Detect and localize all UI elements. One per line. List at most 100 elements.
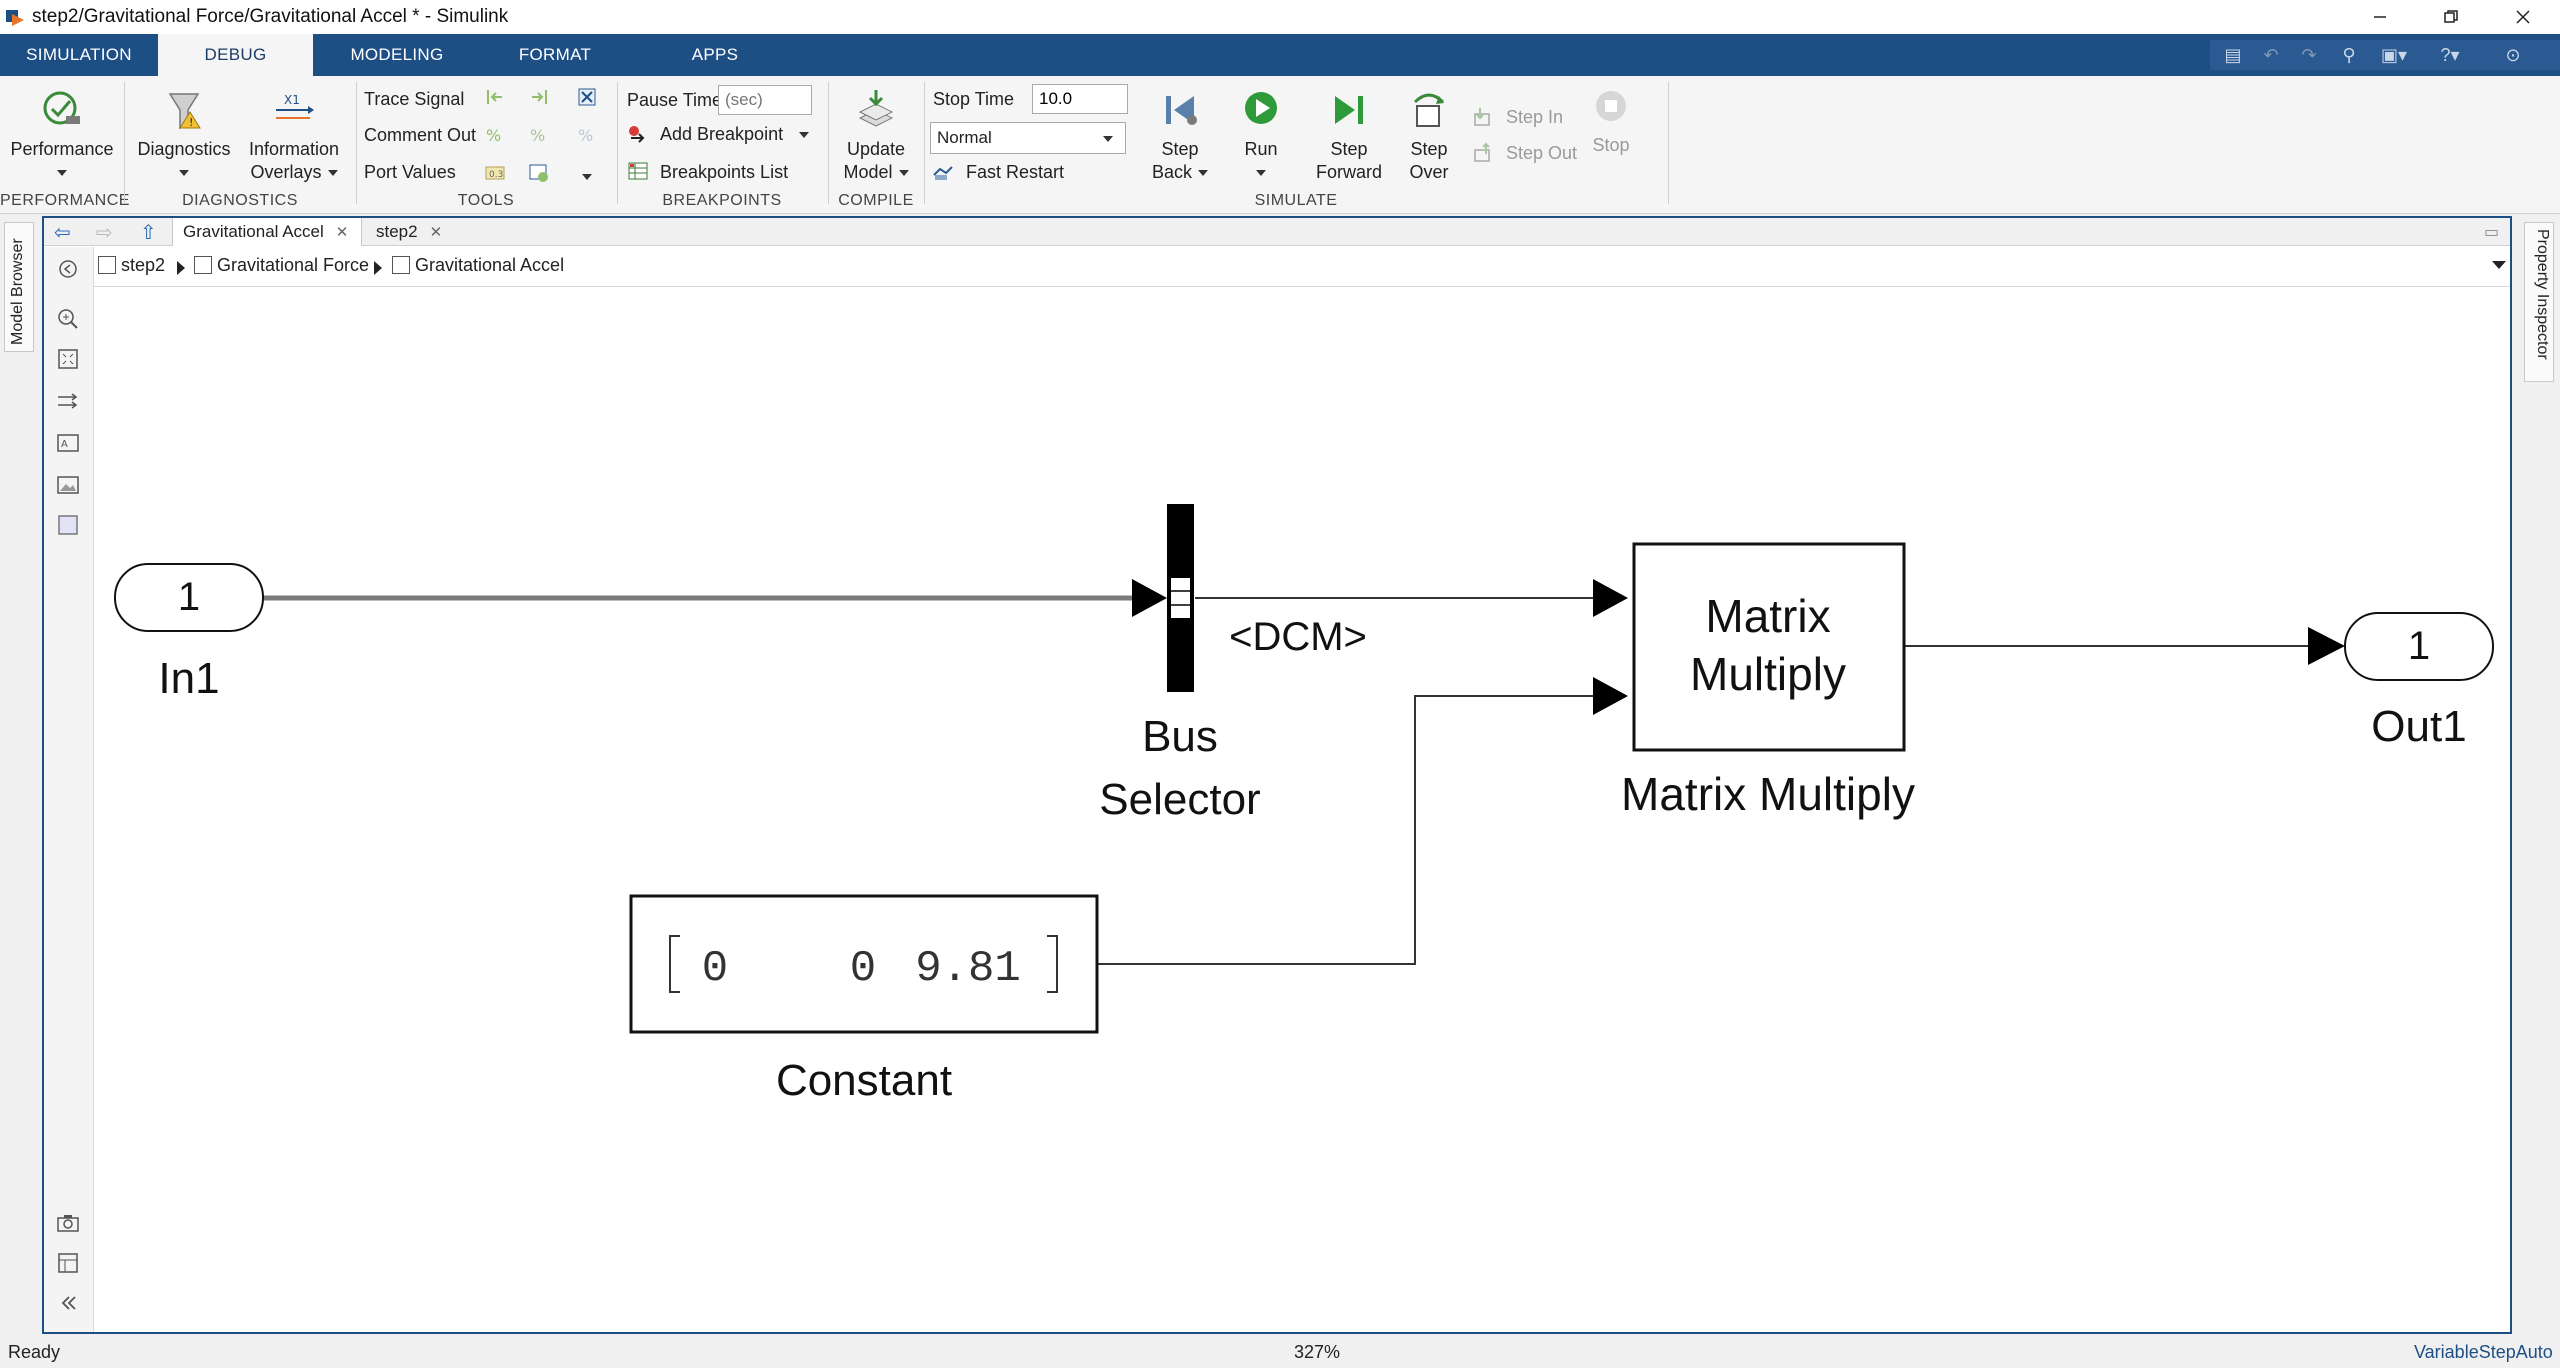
breakpoints-list-icon[interactable] [627,160,649,182]
pause-time-label: Pause Time [627,90,723,110]
ribbon-tab-bar: SIMULATION DEBUG MODELING FORMAT APPS ▤ … [0,34,2560,76]
diagnostics-label: Diagnostics [137,139,231,159]
step-in-button[interactable]: Step In [1506,107,1564,127]
port-values-button[interactable]: Port Values [364,162,456,182]
constant-block[interactable] [629,894,1099,1034]
comment-out-button[interactable]: Comment Out [364,125,477,145]
area-icon[interactable] [56,513,80,537]
bus-selector-name-2: Selector [1099,775,1260,824]
information-overlays-button[interactable]: X1 Information Overlays [240,88,348,184]
stop-icon [1596,91,1626,121]
tools-more-icon[interactable] [576,166,598,188]
window-title: step2/Gravitational Force/Gravitational … [32,6,509,27]
property-inspector-tab[interactable]: Property Inspector [2524,222,2554,382]
out1-name: Out1 [2371,702,2466,751]
breadcrumb-step2[interactable]: step2 [98,255,165,276]
screenshot-icon[interactable] [56,1211,80,1235]
run-button[interactable]: Run [1226,88,1296,184]
breadcrumb-gravitational-force[interactable]: Gravitational Force [194,255,369,276]
tab-gravitational-accel-label: Gravitational Accel [183,222,324,241]
svg-text:A: A [61,439,68,450]
help-icon[interactable]: ?▾ [2440,45,2460,65]
svg-text:%: % [530,126,545,145]
tab-apps[interactable]: APPS [691,45,739,64]
hide-tabs-icon[interactable]: ▭ [2484,224,2500,241]
forward-arrow-icon[interactable]: ⇨ [96,222,113,244]
close-button[interactable] [2488,0,2558,34]
remove-highlight-icon[interactable] [576,86,598,108]
in1-block[interactable] [114,563,264,632]
solver-link[interactable]: VariableStepAuto [2414,1342,2553,1362]
signal-arrows-icon[interactable] [56,389,80,413]
back-arrow-icon[interactable]: ⇦ [54,222,71,244]
up-arrow-icon[interactable]: ⇧ [140,222,157,244]
fast-restart-icon[interactable] [932,161,954,183]
hide-show-explorer-icon[interactable] [56,257,80,281]
port-value-toggle-icon[interactable] [528,162,550,184]
fast-restart-button[interactable]: Fast Restart [966,162,1065,182]
model-canvas[interactable]: 1 In1 <DCM> Bus Selector Matrix Multiply… [95,288,2510,1332]
bus-selector-name-1: Bus [1142,712,1218,761]
svg-text:X1: X1 [284,93,300,107]
breadcrumb-dropdown-icon[interactable] [2492,261,2506,269]
step-out-button[interactable]: Step Out [1506,143,1578,163]
window-icon[interactable]: ▣▾ [2380,45,2408,65]
step-over-button[interactable]: Step Over [1396,88,1462,184]
stop-time-input[interactable] [1032,84,1128,114]
close-tab-icon[interactable]: ✕ [335,224,349,241]
matrix-multiply-block[interactable] [1632,542,1906,752]
fit-to-view-icon[interactable] [56,347,80,371]
bus-selector-port [1171,578,1190,618]
zoom-icon[interactable] [56,307,80,331]
pause-time-input[interactable] [718,85,812,115]
redo-icon[interactable]: ↷ [2301,45,2317,65]
trace-back-icon[interactable] [484,86,506,108]
model-browser-tab[interactable]: Model Browser [4,222,34,352]
percent-comment-icon[interactable]: % [484,124,506,146]
save-icon[interactable]: ▤ [2224,45,2242,65]
collapse-palette-icon[interactable] [56,1291,80,1315]
annotation-icon[interactable]: A [56,431,80,455]
performance-button[interactable]: Performance [8,88,116,184]
step-out-icon[interactable] [1472,142,1494,164]
step-forward-button[interactable]: Step Forward [1306,88,1392,184]
stop-button[interactable]: Stop [1586,88,1636,157]
dcm-signal-label[interactable]: <DCM> [1229,615,1367,659]
trace-forward-icon[interactable] [528,86,550,108]
tab-gravitational-accel[interactable]: Gravitational Accel ✕ [172,218,362,246]
port-value-display-icon[interactable]: 0.3 [484,162,506,184]
update-model-button[interactable]: Update Model [836,88,916,184]
uncomment-icon[interactable]: % [576,124,598,146]
close-tab-icon[interactable]: ✕ [429,224,443,241]
breakpoints-list-button[interactable]: Breakpoints List [660,162,789,182]
breadcrumb-gravitational-accel[interactable]: Gravitational Accel [392,255,564,276]
add-breakpoint-icon[interactable] [627,124,649,146]
image-icon[interactable] [56,473,80,497]
out1-port-number: 1 [2408,624,2430,668]
step-forward-label-1: Step [1330,139,1368,159]
step-forward-label-2: Forward [1315,162,1382,182]
tab-format[interactable]: FORMAT [518,45,592,64]
signal-line-constant[interactable] [1098,695,1595,965]
collapse-icon[interactable]: ⊙ [2505,45,2521,65]
diagnostics-button[interactable]: ! Diagnostics [134,88,234,184]
group-compile: COMPILE [838,192,914,209]
simulation-mode-select[interactable]: Normal [930,122,1126,154]
restore-button[interactable] [2416,0,2486,34]
percent-through-icon[interactable]: % [528,124,550,146]
tab-simulation[interactable]: SIMULATION [26,45,132,64]
out1-block[interactable] [2344,612,2494,681]
undo-icon[interactable]: ↶ [2263,45,2279,65]
step-back-button[interactable]: Step Back [1142,88,1218,184]
simulink-app-icon [6,10,24,26]
step-in-icon[interactable] [1472,106,1494,128]
constant-right-bracket [1047,935,1058,993]
model-data-icon[interactable] [56,1251,80,1275]
trace-signal-button[interactable]: Trace Signal [364,89,465,109]
search-icon[interactable]: ⚲ [2342,45,2356,65]
tab-step2[interactable]: step2✕ [366,218,462,246]
tab-debug[interactable]: DEBUG [158,34,313,76]
add-breakpoint-button[interactable]: Add Breakpoint [660,124,810,145]
tab-modeling[interactable]: MODELING [350,45,444,64]
minimize-button[interactable] [2345,0,2415,34]
